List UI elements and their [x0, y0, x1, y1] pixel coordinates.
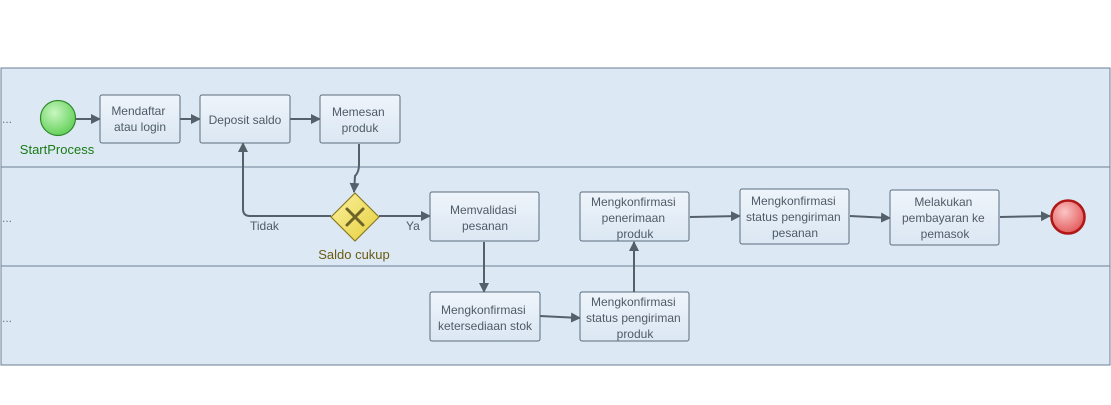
- task-register-line-1: Mendaftar: [111, 104, 165, 118]
- task-receive-line-3: produk: [617, 227, 655, 241]
- task-ship-product-line-3: produk: [617, 327, 655, 341]
- task-stock-box: [429, 291, 541, 342]
- task-deposit-box: [199, 94, 291, 144]
- task-ship-order-line-2: status pengiriman: [746, 210, 841, 224]
- task-ship-order-box: [739, 188, 850, 245]
- flow-label-no: Tidak: [250, 219, 280, 233]
- task-stock[interactable]: Mengkonfirmasi ketersediaan stok: [429, 291, 541, 342]
- task-validate-text: Memvalidasi pesanan: [450, 203, 520, 233]
- task-ship-product-box: [579, 291, 690, 342]
- task-ship-product-line-1: Mengkonfirmasi: [591, 295, 676, 309]
- task-receive-text: Mengkonfirmasi penerimaan produk: [591, 195, 679, 241]
- task-receive-box: [579, 191, 690, 242]
- task-stock-line-2: ketersediaan stok: [438, 319, 533, 333]
- task-validate-line-2: pesanan: [462, 219, 508, 233]
- lane-1-label: ...: [2, 112, 12, 126]
- flow-gateway-no-to-deposit: [238, 142, 331, 217]
- task-register-line-2: atau login: [114, 120, 166, 134]
- task-ship-order-line-1: Mengkonfirmasi: [751, 194, 836, 208]
- task-pay-supplier-line-2: pembayaran ke: [902, 211, 985, 225]
- lane-3-label: ...: [2, 311, 12, 325]
- gateway-label: Saldo cukup: [318, 247, 390, 262]
- task-ship-product-line-2: status pengiriman: [586, 311, 681, 325]
- task-ship-product-text: Mengkonfirmasi status pengiriman produk: [586, 295, 684, 341]
- task-receive[interactable]: Mengkonfirmasi penerimaan produk: [579, 191, 690, 242]
- lane-1: [0, 67, 1111, 168]
- task-ship-product[interactable]: Mengkonfirmasi status pengiriman produk: [579, 291, 690, 342]
- task-stock-line-1: Mengkonfirmasi: [441, 303, 526, 317]
- task-order[interactable]: Memesan produk: [319, 94, 401, 144]
- task-validate[interactable]: Memvalidasi pesanan: [429, 191, 540, 242]
- task-order-text: Memesan produk: [332, 105, 388, 135]
- flow-label-yes: Ya: [406, 219, 420, 233]
- start-event[interactable]: [39, 99, 77, 137]
- task-pay-supplier-line-1: Melakukan: [914, 195, 972, 209]
- task-validate-box: [429, 191, 540, 242]
- task-deposit-line-1: Deposit saldo: [209, 113, 282, 127]
- task-pay-supplier[interactable]: Melakukan pembayaran ke pemasok: [889, 189, 1000, 246]
- flow-ship-order-to-pay: [849, 212, 891, 223]
- lane-2-label: ...: [2, 211, 12, 225]
- task-ship-order-text: Mengkonfirmasi status pengiriman pesanan: [746, 194, 844, 240]
- flow-order-to-gateway: [349, 144, 360, 193]
- task-ship-order[interactable]: Mengkonfirmasi status pengiriman pesanan: [739, 188, 850, 245]
- start-event-label: StartProcess: [20, 142, 95, 157]
- end-event[interactable]: [1050, 199, 1086, 235]
- task-stock-text: Mengkonfirmasi ketersediaan stok: [438, 303, 533, 333]
- task-deposit-text: Deposit saldo: [209, 113, 282, 127]
- task-order-line-2: produk: [342, 121, 380, 135]
- task-order-line-1: Memesan: [332, 105, 385, 119]
- task-receive-line-2: penerimaan: [602, 211, 665, 225]
- flow-receive-to-ship-order: [689, 211, 741, 222]
- sequence-flows: [76, 114, 1051, 323]
- x-icon: [345, 207, 365, 227]
- pool: ... ... ...: [0, 67, 1111, 366]
- lane-3: [0, 265, 1111, 366]
- task-pay-supplier-text: Melakukan pembayaran ke pemasok: [902, 195, 988, 241]
- task-receive-line-1: Mengkonfirmasi: [591, 195, 676, 209]
- end-event-circle: [1050, 199, 1086, 235]
- task-validate-line-1: Memvalidasi: [450, 203, 517, 217]
- task-pay-supplier-line-3: pemasok: [921, 227, 971, 241]
- task-pay-supplier-box: [889, 189, 1000, 246]
- start-event-circle: [39, 99, 77, 137]
- exclusive-gateway[interactable]: [330, 192, 380, 242]
- task-register[interactable]: Mendaftar atau login: [99, 94, 181, 144]
- flow-pay-to-end: [999, 211, 1051, 222]
- task-order-box: [319, 94, 401, 144]
- task-ship-order-line-3: pesanan: [772, 226, 818, 240]
- task-register-text: Mendaftar atau login: [111, 104, 168, 134]
- task-deposit[interactable]: Deposit saldo: [199, 94, 291, 144]
- flow-stock-to-ship-product: [539, 312, 581, 323]
- task-register-box: [99, 94, 181, 144]
